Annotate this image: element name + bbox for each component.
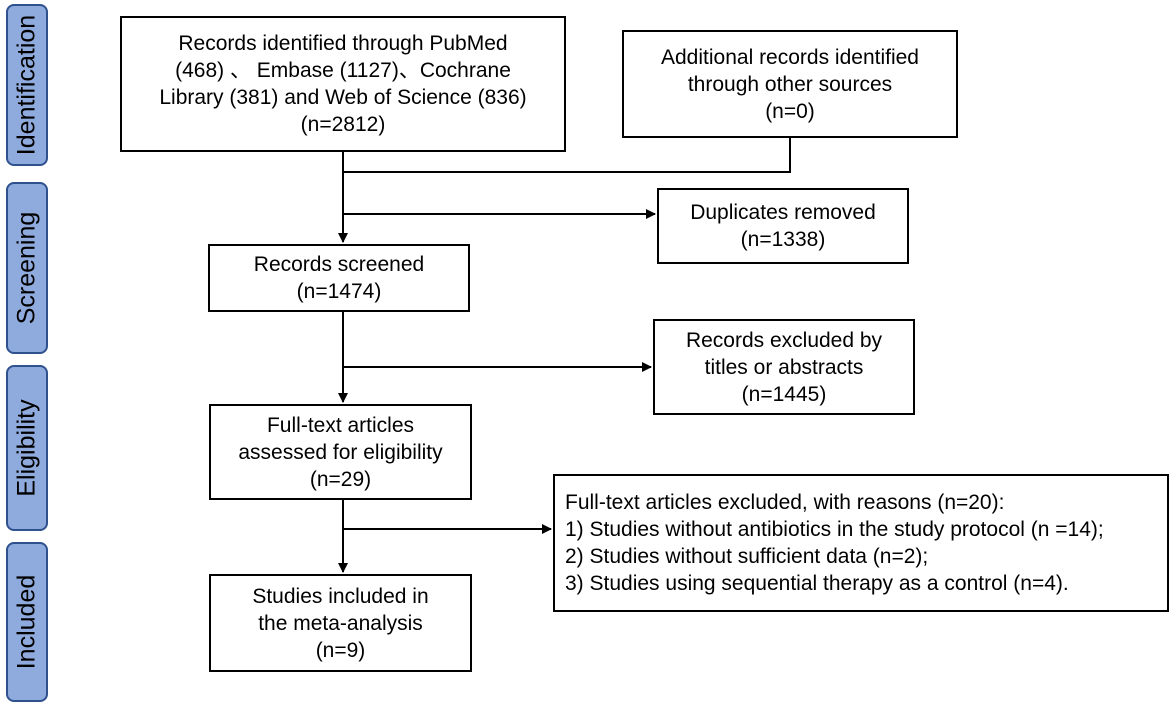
connector-additional-merge bbox=[343, 138, 791, 173]
records-identified-box: Records identified through PubMed (468) … bbox=[120, 16, 566, 152]
additional-records-box: Additional records identified through ot… bbox=[622, 30, 958, 138]
box-text-line: through other sources bbox=[687, 72, 893, 96]
box-text-line: 1) Studies without antibiotics in the st… bbox=[565, 518, 1104, 541]
records-excluded-box: Records excluded by titles or abstracts … bbox=[653, 319, 915, 415]
box-text-line: Records excluded by bbox=[685, 328, 883, 352]
box-text-line: (n=0) bbox=[765, 99, 815, 123]
fulltext-assessed-box: Full-text articles assessed for eligibil… bbox=[209, 404, 472, 500]
box-text-line: the meta-analysis bbox=[258, 611, 423, 635]
box-text-line: (n=1445) bbox=[741, 382, 827, 406]
phase-identification-label: Identification bbox=[12, 14, 41, 156]
phase-screening-label: Screening bbox=[12, 211, 41, 325]
box-text-line: (n=1474) bbox=[296, 280, 382, 303]
box-text-line: Duplicates removed bbox=[690, 201, 876, 224]
phase-screening: Screening bbox=[6, 182, 48, 354]
studies-included-box: Studies included in the meta-analysis (n… bbox=[209, 574, 472, 672]
box-text-line: Records identified through PubMed bbox=[178, 32, 508, 55]
duplicates-removed-box: Duplicates removed (n=1338) bbox=[657, 188, 909, 264]
box-text-line: assessed for eligibility bbox=[238, 440, 443, 464]
box-text-line: (n=2812) bbox=[300, 113, 386, 136]
box-text-line: 2) Studies without sufficient data (n=2)… bbox=[565, 545, 929, 568]
fulltext-excluded-box: Full-text articles excluded, with reason… bbox=[553, 474, 1169, 612]
box-text-line: 3) Studies using sequential therapy as a… bbox=[565, 572, 1069, 595]
box-text-line: (n=9) bbox=[315, 638, 366, 662]
box-text-line: Library (381) and Web of Science (836) bbox=[159, 86, 527, 109]
box-text-line: (468) 、 Embase (1127)、Cochrane bbox=[175, 59, 511, 82]
box-text-line: Additional records identified bbox=[661, 45, 919, 69]
phase-included: Included bbox=[6, 542, 48, 702]
phase-identification: Identification bbox=[6, 4, 48, 166]
box-text-line: titles or abstracts bbox=[704, 355, 864, 379]
box-text-line: (n=29) bbox=[309, 467, 372, 491]
phase-eligibility-label: Eligibility bbox=[12, 399, 41, 497]
phase-included-label: Included bbox=[12, 574, 41, 670]
records-screened-box: Records screened (n=1474) bbox=[208, 244, 470, 312]
phase-eligibility: Eligibility bbox=[6, 365, 48, 531]
box-text-line: (n=1338) bbox=[740, 228, 826, 251]
box-text-line: Full-text articles bbox=[266, 413, 415, 437]
box-text-line: Full-text articles excluded, with reason… bbox=[565, 491, 1005, 514]
box-text-line: Studies included in bbox=[252, 584, 429, 608]
box-text-line: Records screened bbox=[253, 253, 425, 276]
